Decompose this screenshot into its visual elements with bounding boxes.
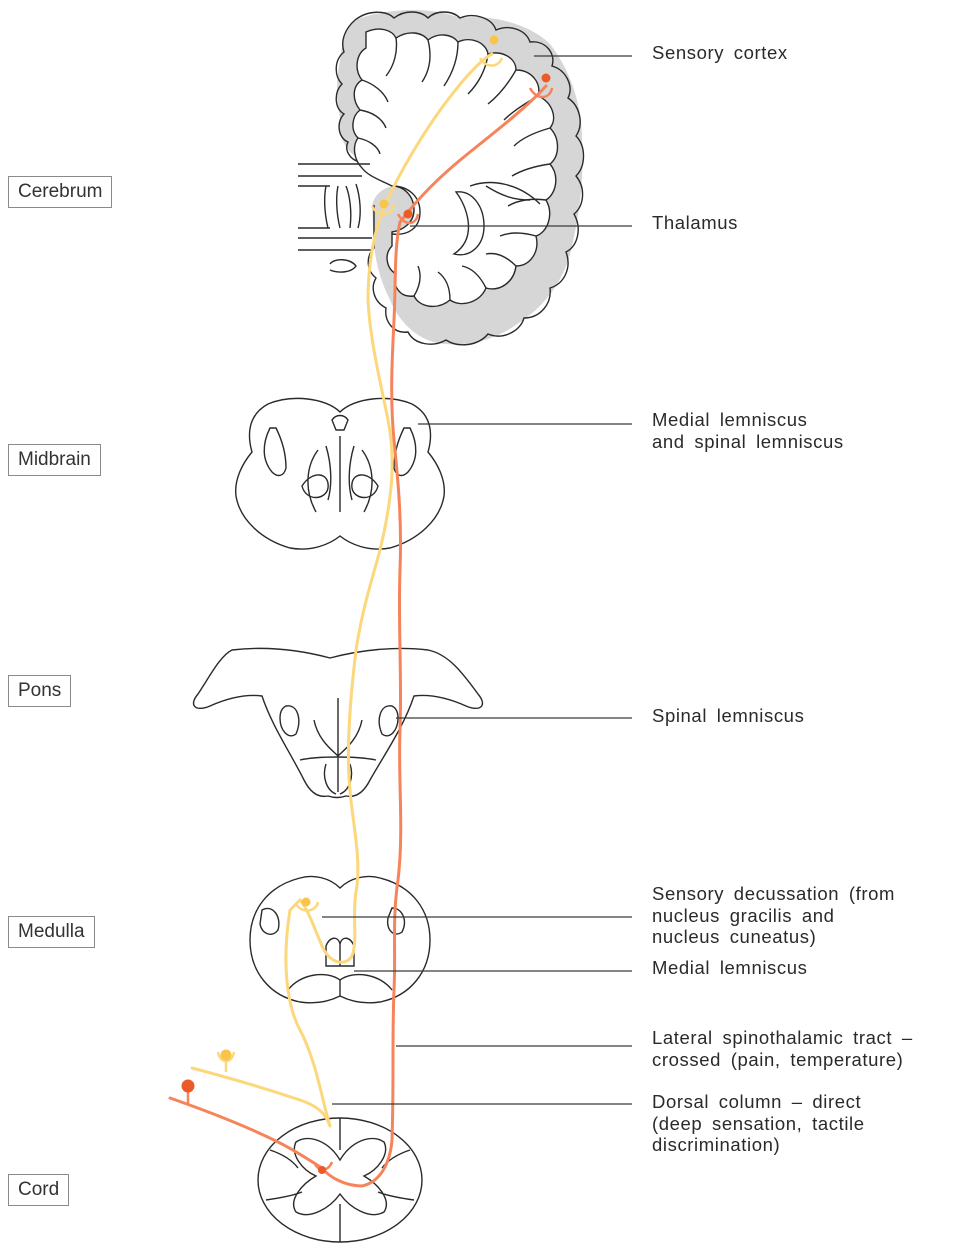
level-label-pons: Pons [8, 675, 71, 707]
pons-tract-left [280, 706, 299, 736]
level-label-cerebrum: Cerebrum [8, 176, 112, 208]
label-line: crossed (pain, temperature) [652, 1049, 913, 1071]
level-label-medulla: Medulla [8, 916, 95, 948]
label-line: (deep sensation, tactile [652, 1113, 865, 1135]
label-medial-lemniscus: Medial lemniscus [652, 957, 807, 979]
level-label-midbrain: Midbrain [8, 444, 101, 476]
label-line: Thalamus [652, 212, 738, 234]
label-line: Medial lemniscus [652, 409, 844, 431]
label-dorsal-column: Dorsal column – direct (deep sensation, … [652, 1091, 865, 1156]
cerebral-peduncle-left [264, 428, 286, 475]
label-sensory-cortex: Sensory cortex [652, 42, 788, 64]
medulla-section [250, 876, 430, 1002]
label-spinal-lemniscus: Spinal lemniscus [652, 705, 804, 727]
label-thalamus: Thalamus [652, 212, 738, 234]
spinothalamic-peripheral-fibre [170, 1098, 322, 1168]
label-lateral-spinothalamic: Lateral spinothalamic tract – crossed (p… [652, 1027, 913, 1070]
level-label-cord: Cord [8, 1174, 69, 1206]
label-line: Medial lemniscus [652, 957, 807, 979]
label-line: nucleus cuneatus) [652, 926, 895, 948]
pons-inner [300, 698, 376, 794]
pyramids [288, 938, 392, 996]
midbrain-inner [302, 436, 378, 512]
midline-structures [298, 164, 372, 272]
dorsal-column-peripheral-fibre [192, 1068, 330, 1126]
label-line: and spinal lemniscus [652, 431, 844, 453]
label-line: Lateral spinothalamic tract – [652, 1027, 913, 1049]
aqueduct [332, 416, 348, 431]
label-line: Dorsal column – direct [652, 1091, 865, 1113]
inferior-olive-left [260, 908, 279, 934]
label-line: Sensory decussation (from [652, 883, 895, 905]
dorsal-column-ascending [286, 900, 330, 1126]
pons-tract-right [379, 706, 398, 736]
label-line: nucleus gracilis and [652, 905, 895, 927]
label-line: discrimination) [652, 1134, 865, 1156]
label-line: Spinal lemniscus [652, 705, 804, 727]
pons-section [194, 648, 483, 797]
label-medial-spinal-lemniscus: Medial lemniscus and spinal lemniscus [652, 409, 844, 452]
label-line: Sensory cortex [652, 42, 788, 64]
label-sensory-decussation: Sensory decussation (from nucleus gracil… [652, 883, 895, 948]
midbrain-section [236, 398, 445, 549]
spinothalamic-ascending [392, 222, 401, 1140]
